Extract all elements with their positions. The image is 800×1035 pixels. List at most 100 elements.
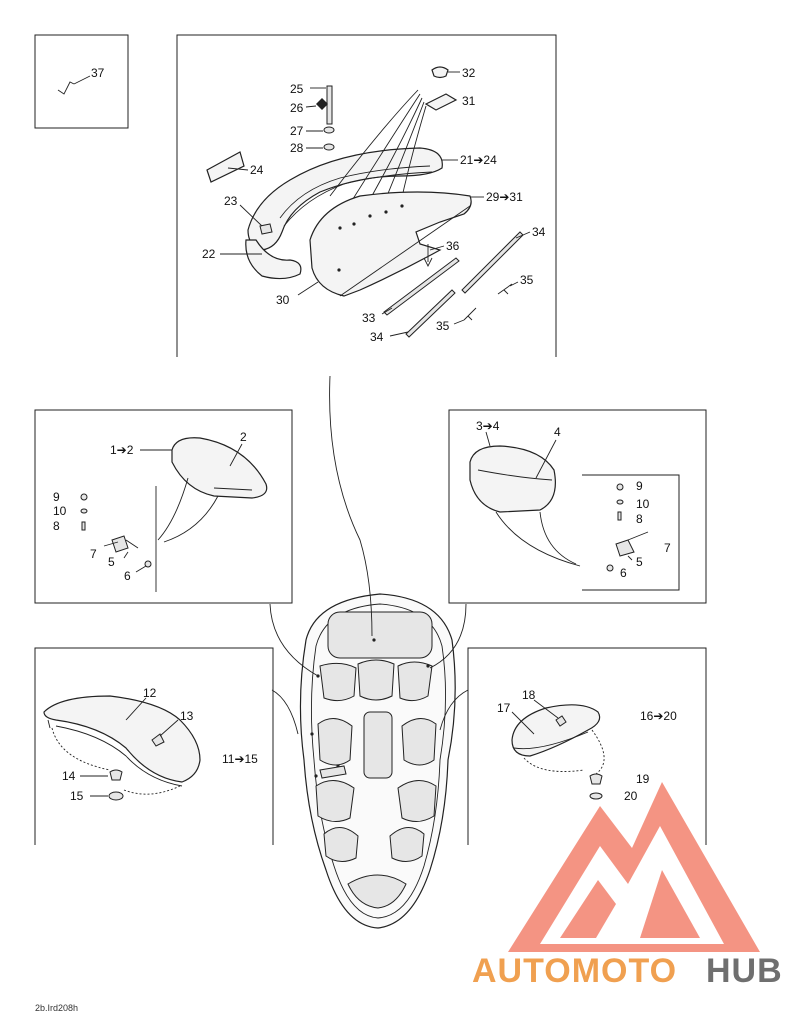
center-console <box>363 711 393 779</box>
nut-6-right <box>606 564 614 572</box>
deck-hull-overview <box>299 593 456 929</box>
washer-10-right <box>616 499 624 505</box>
hinge-5-left <box>111 535 129 553</box>
nut-6-left <box>144 560 152 568</box>
glovebox-left <box>319 662 357 702</box>
washer-20 <box>589 792 603 800</box>
automotohub-watermark-logo <box>508 782 760 952</box>
storage-lid-right-assembly <box>469 431 649 572</box>
strip-34-lower <box>405 289 456 338</box>
callout-15: 15 <box>70 789 84 803</box>
callout-30: 30 <box>276 293 290 307</box>
callout-17: 17 <box>497 701 511 715</box>
hinge-5-right <box>615 539 635 557</box>
callout-22: 22 <box>202 247 216 261</box>
callout-8-right: 8 <box>636 512 643 526</box>
bolt-25 <box>326 85 333 125</box>
seat-cover-right-assembly <box>511 699 605 800</box>
callout-14: 14 <box>62 769 76 783</box>
connector-lines <box>269 375 469 735</box>
callout-29-31: 29➔31 <box>486 190 523 204</box>
glovebox-right <box>397 661 433 702</box>
nut-26 <box>316 98 328 110</box>
seat-cover-left-assembly <box>43 695 201 801</box>
watermark-text-hub: HUB <box>706 952 783 990</box>
rear-platform <box>347 874 407 909</box>
callout-11-15: 11➔15 <box>222 752 258 766</box>
callout-31: 31 <box>462 94 476 108</box>
callout-20: 20 <box>624 789 638 803</box>
callout-1-2: 1➔2 <box>110 443 134 457</box>
watermark-text-automoto: AUTOMOTO <box>472 952 677 990</box>
callout-6-left: 6 <box>124 569 131 583</box>
latch-18 <box>555 715 567 727</box>
knob-32 <box>431 66 449 79</box>
callout-34-upper: 34 <box>532 225 546 239</box>
callout-27: 27 <box>290 124 304 138</box>
callout-9-left: 9 <box>53 490 60 504</box>
callout-21-24: 21➔24 <box>460 153 497 167</box>
footwell-left <box>315 780 355 822</box>
washer-15 <box>108 791 124 801</box>
callout-35-lower: 35 <box>436 319 450 333</box>
label-24 <box>206 151 245 183</box>
lid-part-4 <box>469 445 556 513</box>
plate-31 <box>424 93 458 111</box>
clip-23 <box>259 223 273 235</box>
lid-part-2 <box>171 437 268 499</box>
callout-26: 26 <box>290 101 304 115</box>
callout-10-right: 10 <box>636 497 650 511</box>
rivet-35-b <box>463 307 477 321</box>
frame-mid-left <box>34 409 293 604</box>
rear-left <box>323 827 359 862</box>
callout-2: 2 <box>240 430 247 444</box>
callout-5-right: 5 <box>636 555 643 569</box>
callout-9-right: 9 <box>636 479 643 493</box>
seat-left <box>317 718 353 766</box>
knob-14 <box>109 769 123 781</box>
callout-16-20: 16➔20 <box>640 709 677 723</box>
cover-side-22 <box>245 239 302 280</box>
frame-bottom-right <box>467 647 707 845</box>
callout-3-4: 3➔4 <box>476 419 500 433</box>
frame-bottom-left <box>34 647 274 845</box>
glovebox-center <box>357 659 395 701</box>
callout-12: 12 <box>143 686 157 700</box>
callout-13: 13 <box>180 709 194 723</box>
callout-34-lower: 34 <box>370 330 384 344</box>
nut-9-right <box>616 483 624 491</box>
callout-37: 37 <box>91 66 105 80</box>
callout-23: 23 <box>224 194 238 208</box>
callout-32: 32 <box>462 66 476 80</box>
frame-mid-right-inner <box>582 474 680 591</box>
storage-cover-assembly <box>206 66 531 338</box>
screw-8-left <box>81 521 86 531</box>
callout-35-upper: 35 <box>520 273 534 287</box>
frame-top-center <box>176 34 557 357</box>
callout-7-right: 7 <box>664 541 671 555</box>
panel-30 <box>309 191 472 297</box>
callout-19: 19 <box>636 772 650 786</box>
knob-19 <box>589 773 603 785</box>
frame-mid-right <box>448 409 707 604</box>
rivet-35-a <box>497 283 513 295</box>
screw-8-right <box>617 511 622 521</box>
rear-right <box>389 827 425 862</box>
callout-28: 28 <box>290 141 304 155</box>
callout-4: 4 <box>554 425 561 439</box>
nut-9-left <box>80 493 88 501</box>
callout-33: 33 <box>362 311 376 325</box>
washer-27 <box>323 126 335 134</box>
callout-36: 36 <box>446 239 460 253</box>
cover-part-12 <box>43 695 201 783</box>
front-storage <box>327 611 433 659</box>
footwell-right <box>397 780 437 822</box>
callout-8-left: 8 <box>53 519 60 533</box>
strip-33 <box>383 257 460 316</box>
seat-right <box>401 718 437 766</box>
cover-upper-21-24 <box>247 147 443 251</box>
cover-part-17 <box>511 704 601 757</box>
callout-7-left: 7 <box>90 547 97 561</box>
washer-28 <box>323 143 335 151</box>
